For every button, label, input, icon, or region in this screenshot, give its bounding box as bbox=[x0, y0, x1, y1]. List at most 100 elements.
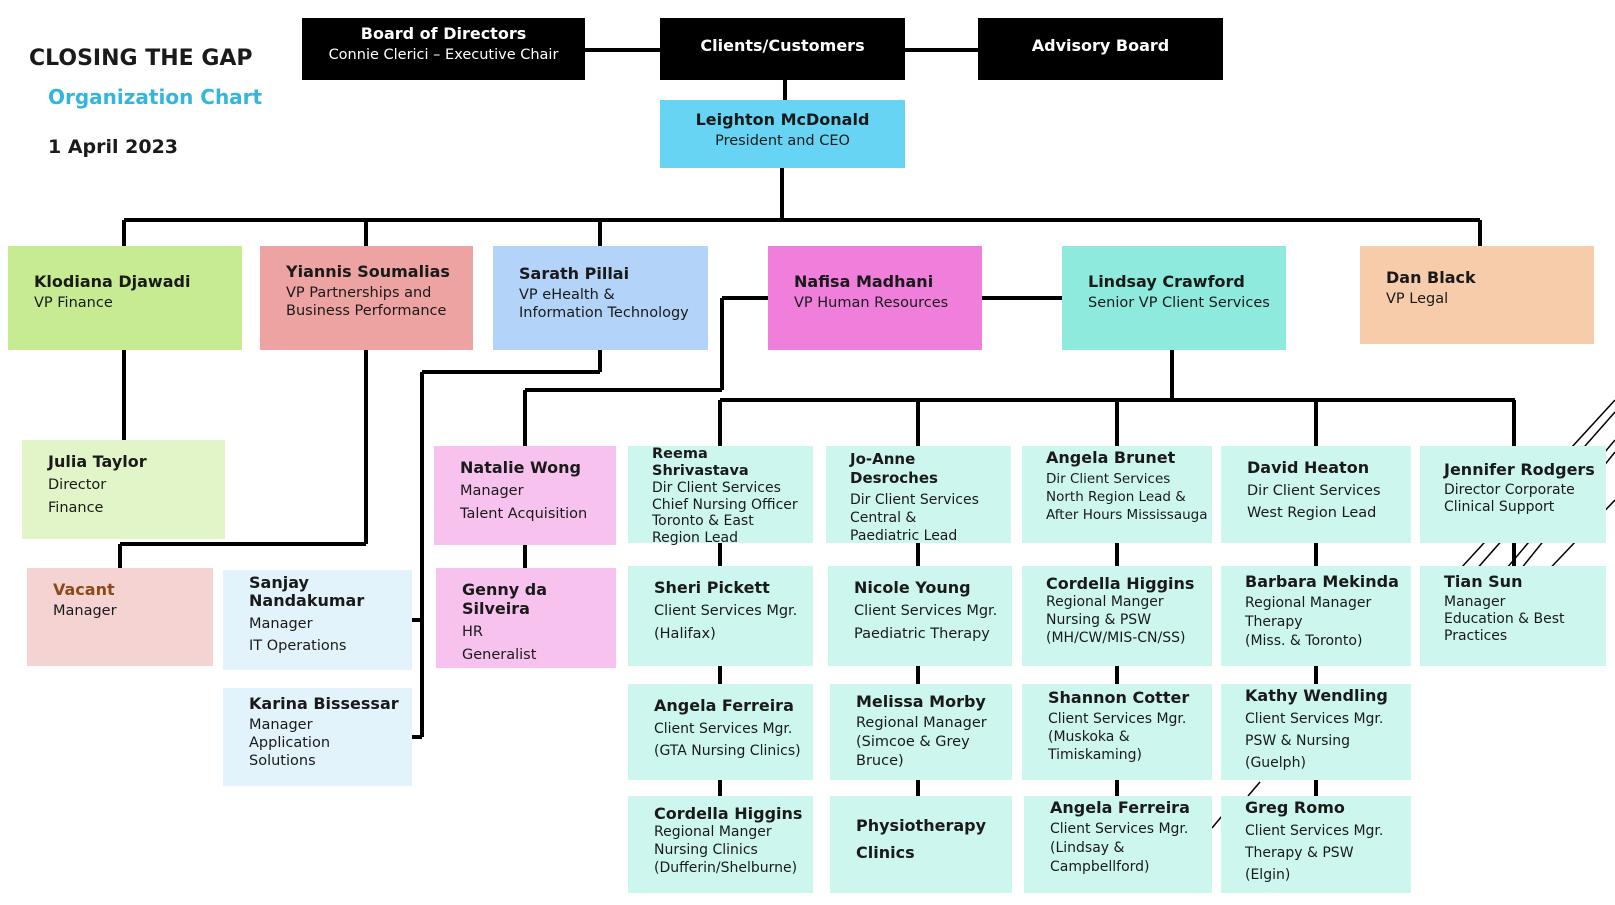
staff-sanjay-nandakumar[interactable]: Sanjay Nandakumar Manager IT Operations bbox=[223, 570, 412, 670]
staff-name: Natalie Wong bbox=[460, 458, 581, 477]
staff-tian-sun[interactable]: Tian Sun Manager Education & Best Practi… bbox=[1420, 566, 1606, 666]
vp-name: Lindsay Crawford bbox=[1088, 272, 1245, 291]
staff-name: Angela Ferreira bbox=[654, 696, 794, 715]
advisory-label: Advisory Board bbox=[1031, 36, 1170, 55]
staff-role: Manager Application Solutions bbox=[249, 717, 331, 769]
staff-name: Shannon Cotter bbox=[1048, 688, 1190, 707]
staff-role: Client Services Mgr. PSW & Nursing (Guel… bbox=[1245, 711, 1384, 771]
chart-title: CLOSING THE GAP bbox=[29, 46, 253, 71]
staff-role: Regional Manager (Simcoe & Grey Bruce) bbox=[856, 715, 987, 769]
clients-customers-box[interactable]: Clients/Customers bbox=[660, 18, 905, 80]
staff-role: Client Services Mgr. (Lindsay & Campbell… bbox=[1050, 821, 1189, 875]
vp-name: Dan Black bbox=[1386, 268, 1476, 287]
ceo-role: President and CEO bbox=[715, 133, 850, 149]
staff-role: Director Finance bbox=[48, 477, 107, 516]
vp-partnerships-box[interactable]: Yiannis Soumalias VP Partnerships and Bu… bbox=[260, 246, 473, 350]
staff-name: Nicole Young bbox=[854, 578, 971, 597]
staff-nicole-young[interactable]: Nicole Young Client Services Mgr. Paedia… bbox=[828, 566, 1012, 666]
vp-hr-box[interactable]: Nafisa Madhani VP Human Resources bbox=[768, 246, 982, 350]
vp-ehealth-box[interactable]: Sarath Pillai VP eHealth & Information T… bbox=[493, 246, 708, 350]
staff-name: Cordella Higgins bbox=[654, 804, 803, 823]
staff-name: Genny da Silveira bbox=[462, 580, 548, 618]
advisory-board-box[interactable]: Advisory Board bbox=[978, 18, 1223, 80]
staff-angela-ferreira-lindsay[interactable]: Angela Ferreira Client Services Mgr. (Li… bbox=[1024, 796, 1212, 893]
staff-name: Cordella Higgins bbox=[1046, 574, 1195, 593]
board-name: Board of Directors bbox=[360, 24, 527, 43]
staff-name: Jennifer Rodgers bbox=[1444, 460, 1595, 479]
staff-name: Vacant bbox=[53, 580, 115, 599]
staff-role: Manager IT Operations bbox=[249, 616, 347, 654]
vp-role: VP Finance bbox=[34, 295, 113, 311]
staff-sheri-pickett[interactable]: Sheri Pickett Client Services Mgr. (Hali… bbox=[628, 566, 813, 666]
physiotherapy-clinics-box[interactable]: Physiotherapy Clinics bbox=[830, 796, 1012, 893]
vp-name: Yiannis Soumalias bbox=[286, 262, 450, 281]
vp-role: VP eHealth & Information Technology bbox=[519, 287, 689, 321]
staff-name: Julia Taylor bbox=[48, 452, 147, 471]
vp-name: Nafisa Madhani bbox=[794, 272, 934, 291]
staff-greg-romo[interactable]: Greg Romo Client Services Mgr. Therapy &… bbox=[1221, 796, 1411, 893]
staff-role: Regional Manger Nursing Clinics (Dufferi… bbox=[654, 824, 798, 876]
staff-name: Barbara Mekinda bbox=[1245, 572, 1399, 591]
staff-jennifer-rodgers[interactable]: Jennifer Rodgers Director Corporate Clin… bbox=[1420, 446, 1606, 543]
vp-role: VP Human Resources bbox=[794, 295, 949, 311]
staff-shannon-cotter[interactable]: Shannon Cotter Client Services Mgr. (Mus… bbox=[1022, 684, 1212, 780]
staff-role: Manager bbox=[53, 603, 117, 619]
staff-angela-ferreira-gta[interactable]: Angela Ferreira Client Services Mgr. (GT… bbox=[628, 684, 813, 780]
vp-name: Klodiana Djawadi bbox=[34, 272, 191, 291]
staff-role: Dir Client Services West Region Lead bbox=[1247, 483, 1381, 521]
staff-role: Dir Client Services North Region Lead & … bbox=[1046, 471, 1208, 523]
vp-role: VP Legal bbox=[1386, 291, 1449, 307]
staff-role: Regional Manager Therapy (Miss. & Toront… bbox=[1245, 595, 1372, 649]
staff-role: HR Generalist bbox=[462, 624, 537, 663]
staff-role: Regional Manger Nursing & PSW (MH/CW/MIS… bbox=[1046, 594, 1186, 646]
vp-name: Sarath Pillai bbox=[519, 264, 630, 283]
staff-role: Client Services Mgr. (GTA Nursing Clinic… bbox=[654, 721, 801, 759]
staff-role: Director Corporate Clinical Support bbox=[1444, 482, 1575, 515]
staff-melissa-morby[interactable]: Melissa Morby Regional Manager (Simcoe &… bbox=[830, 684, 1012, 780]
staff-cordella-higgins-clinics[interactable]: Cordella Higgins Regional Manger Nursing… bbox=[628, 796, 813, 893]
vp-role: Senior VP Client Services bbox=[1088, 295, 1270, 311]
vp-client-services-box[interactable]: Lindsay Crawford Senior VP Client Servic… bbox=[1062, 246, 1286, 350]
vp-legal-box[interactable]: Dan Black VP Legal bbox=[1360, 246, 1594, 344]
staff-role: Client Services Mgr. (Halifax) bbox=[654, 603, 798, 642]
staff-name: Jo-Anne Desroches bbox=[850, 450, 938, 487]
board-chair: Connie Clerici – Executive Chair bbox=[328, 47, 559, 63]
staff-name: Physiotherapy Clinics bbox=[856, 816, 987, 862]
staff-role: Dir Client Services Chief Nursing Office… bbox=[652, 480, 798, 546]
staff-karina-bissessar[interactable]: Karina Bissessar Manager Application Sol… bbox=[223, 688, 412, 786]
staff-david-heaton[interactable]: David Heaton Dir Client Services West Re… bbox=[1221, 446, 1411, 543]
board-of-directors-box[interactable]: Board of Directors Connie Clerici – Exec… bbox=[302, 18, 585, 80]
staff-name: Melissa Morby bbox=[856, 692, 986, 711]
chart-subtitle: Organization Chart bbox=[48, 85, 263, 109]
staff-role: Client Services Mgr. Therapy & PSW (Elgi… bbox=[1245, 823, 1384, 883]
staff-natalie-wong[interactable]: Natalie Wong Manager Talent Acquisition bbox=[434, 446, 616, 545]
staff-name: Sheri Pickett bbox=[654, 578, 770, 597]
staff-role: Manager Talent Acquisition bbox=[460, 483, 588, 522]
staff-name: Greg Romo bbox=[1245, 798, 1345, 817]
vp-role: VP Partnerships and Business Performance bbox=[286, 285, 447, 319]
staff-cordella-higgins-regional[interactable]: Cordella Higgins Regional Manger Nursing… bbox=[1022, 566, 1212, 666]
vp-finance-box[interactable]: Klodiana Djawadi VP Finance bbox=[8, 246, 242, 350]
staff-barbara-mekinda[interactable]: Barbara Mekinda Regional Manager Therapy… bbox=[1221, 566, 1411, 666]
staff-joanne-desroches[interactable]: Jo-Anne Desroches Dir Client Services Ce… bbox=[826, 446, 1011, 544]
staff-name: Angela Brunet bbox=[1046, 448, 1176, 467]
ceo-box[interactable]: Leighton McDonald President and CEO bbox=[660, 100, 905, 168]
staff-kathy-wendling[interactable]: Kathy Wendling Client Services Mgr. PSW … bbox=[1221, 684, 1411, 780]
staff-role: Client Services Mgr. Paediatric Therapy bbox=[854, 603, 998, 642]
staff-role: Client Services Mgr. (Muskoka & Timiskam… bbox=[1048, 711, 1187, 763]
staff-julia-taylor[interactable]: Julia Taylor Director Finance bbox=[22, 440, 225, 539]
staff-name: Kathy Wendling bbox=[1245, 686, 1388, 705]
staff-name: Tian Sun bbox=[1444, 572, 1523, 591]
staff-name: Karina Bissessar bbox=[249, 694, 399, 713]
staff-angela-brunet[interactable]: Angela Brunet Dir Client Services North … bbox=[1022, 446, 1212, 543]
ceo-name: Leighton McDonald bbox=[695, 110, 870, 129]
staff-genny-da-silveira[interactable]: Genny da Silveira HR Generalist bbox=[436, 568, 616, 668]
staff-name: Angela Ferreira bbox=[1050, 798, 1190, 817]
clients-label: Clients/Customers bbox=[700, 36, 865, 55]
chart-date: 1 April 2023 bbox=[48, 136, 179, 158]
staff-vacant[interactable]: Vacant Manager bbox=[27, 568, 213, 666]
staff-name: Sanjay Nandakumar bbox=[249, 573, 365, 610]
staff-reema-shrivastava[interactable]: Reema Shrivastava Dir Client Services Ch… bbox=[628, 446, 813, 546]
staff-role: Manager Education & Best Practices bbox=[1444, 594, 1565, 644]
staff-name: Reema Shrivastava bbox=[652, 446, 749, 479]
